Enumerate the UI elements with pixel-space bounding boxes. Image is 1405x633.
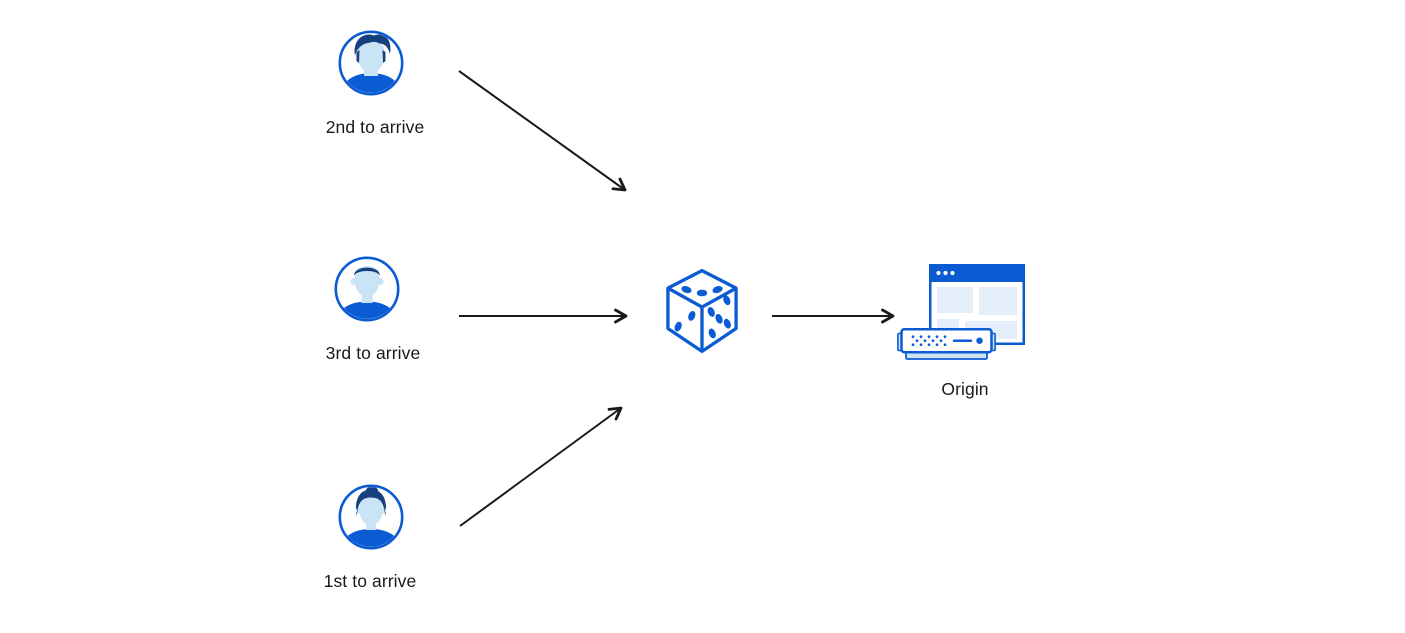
node-label-origin: Origin <box>941 379 989 399</box>
server-vent-dots <box>911 335 947 347</box>
node-label-1st-to-arrive: 1st to arrive <box>323 571 417 591</box>
origin-server-icon <box>897 328 996 360</box>
male-avatar-swept-hair-icon <box>338 30 404 96</box>
node-label-2nd-to-arrive: 2nd to arrive <box>325 117 425 137</box>
dice-icon <box>666 268 738 354</box>
node-label-3rd-to-arrive: 3rd to arrive <box>325 343 421 363</box>
male-avatar-short-hair-icon <box>334 256 400 322</box>
arrow-1st-to-dice <box>459 406 623 527</box>
female-avatar-bun-icon <box>338 484 404 550</box>
arrow-2nd-to-dice <box>458 70 627 192</box>
